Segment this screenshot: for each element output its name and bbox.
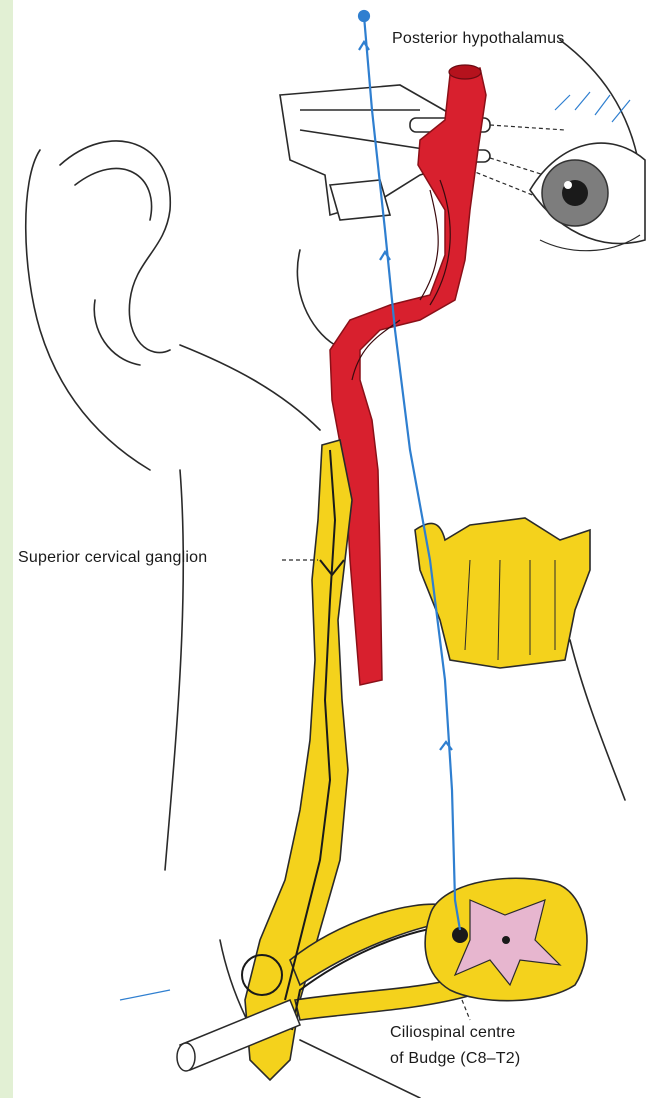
ear-inner-fold [60,141,170,353]
clavicle-line [300,1040,420,1098]
label-posterior-hypothalamus: Posterior hypothalamus [392,30,565,48]
hypothalamic-neuron [359,11,369,21]
ear-outline [26,150,150,470]
label-superior-cervical-ganglion: Superior cervical ganglion [18,549,207,567]
label-ciliospinal-centre-line1: Ciliospinal centre [390,1024,515,1042]
neck-back-line [165,470,183,870]
label-ciliospinal-centre-line2: of Budge (C8–T2) [390,1050,520,1068]
artery-lumen [449,65,481,79]
spinal-cord-cross-section [425,878,587,1000]
ear-helix [75,169,152,220]
eye [530,92,645,251]
neck-front-line [570,640,625,800]
jaw-line [180,345,320,430]
cheek-line [297,250,335,345]
